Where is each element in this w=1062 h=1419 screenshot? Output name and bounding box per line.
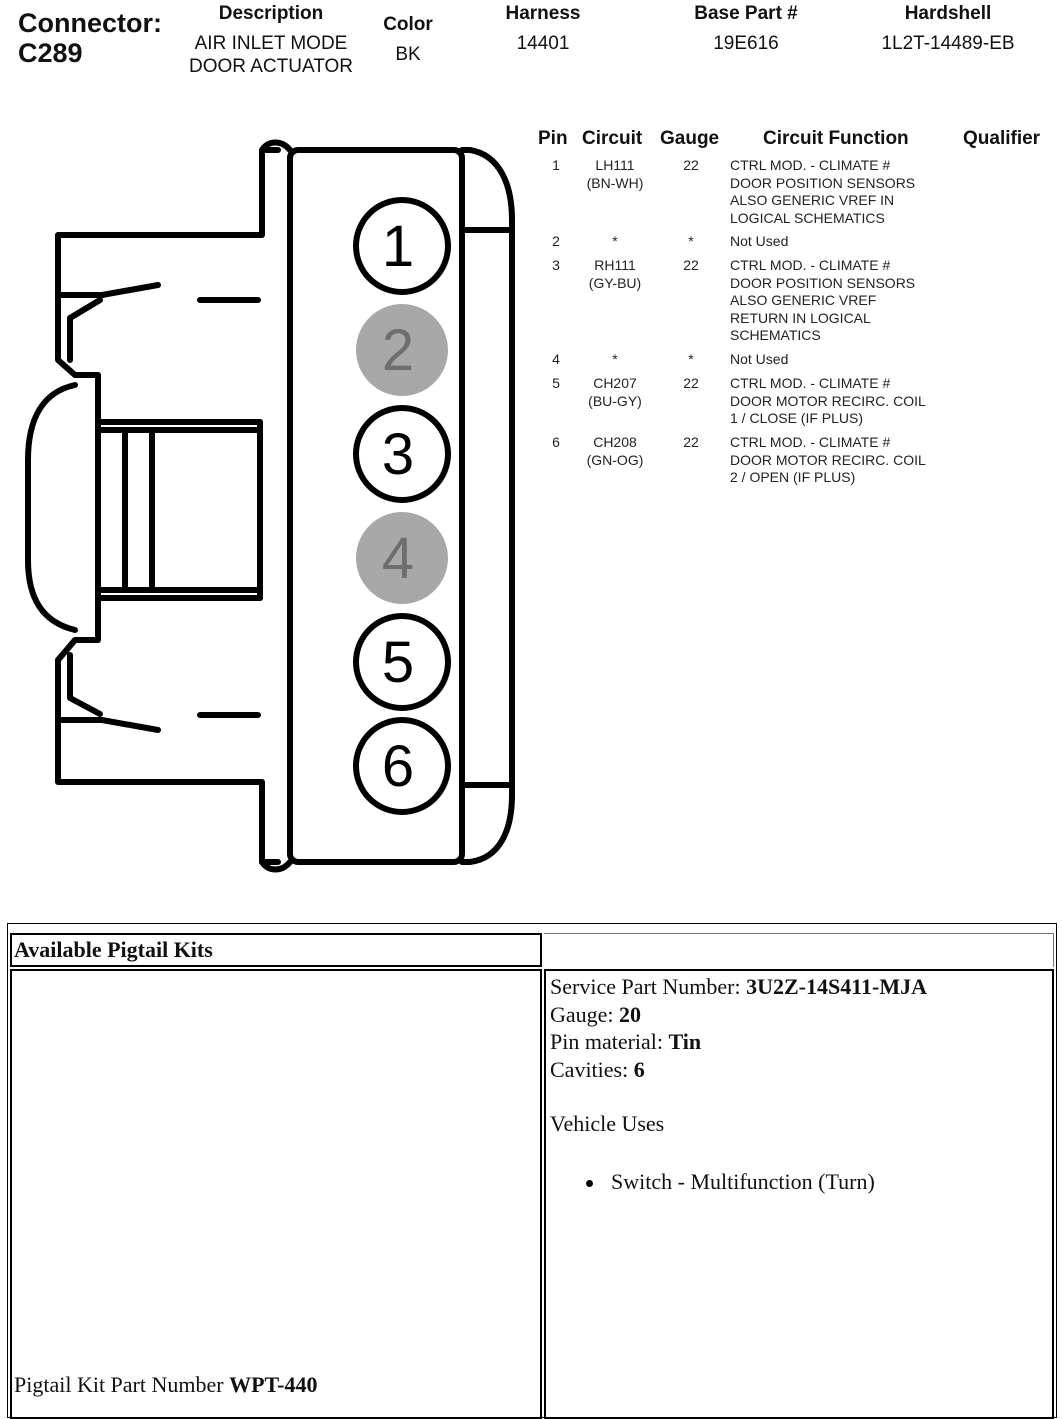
cavities-line: Cavities: 6	[550, 1056, 927, 1084]
service-part-label: Service Part Number:	[550, 974, 747, 999]
function-line: DOOR POSITION SENSORS	[730, 274, 916, 291]
circuit-color: (BU-GY)	[588, 392, 642, 409]
function-line: SCHEMATICS	[730, 327, 821, 343]
circuit-code: *	[612, 351, 618, 367]
pigtail-kit-value: WPT-440	[229, 1372, 318, 1397]
circuit-code: CH207	[593, 375, 637, 391]
base-part-label: Base Part #	[694, 3, 798, 24]
pin-cavity-label: 2	[382, 318, 414, 383]
base-part-value: 19E616	[713, 33, 779, 54]
circuit-color: (BN-WH)	[586, 174, 644, 191]
pigtail-title-cell	[10, 933, 542, 967]
pin-cavity-label: 5	[382, 630, 414, 695]
gauge-line: Gauge: 20	[550, 1001, 927, 1029]
pigtail-kit-label: Pigtail Kit Part Number	[14, 1372, 230, 1397]
function-line: 1 / CLOSE (IF PLUS)	[730, 410, 864, 426]
pin-cavity-label: 3	[382, 422, 414, 487]
pigtail-title: Available Pigtail Kits	[14, 937, 213, 962]
pin-number: 2	[552, 233, 560, 249]
pin-material-line: Pin material: Tin	[550, 1028, 927, 1056]
service-part-line: Service Part Number: 3U2Z-14S411-MJA	[550, 973, 927, 1001]
function-line: CTRL MOD. - CLIMATE #	[730, 434, 891, 450]
function-line: Not Used	[730, 233, 789, 249]
gauge-value: 22	[683, 375, 699, 391]
circuit-code: *	[612, 233, 618, 249]
pin-number: 5	[552, 375, 560, 391]
description-line2: DOOR ACTUATOR	[189, 56, 353, 77]
bullet-icon	[586, 1179, 593, 1187]
function-line: CTRL MOD. - CLIMATE #	[730, 157, 891, 173]
gauge-value: *	[688, 233, 694, 249]
gauge-label: Gauge:	[550, 1001, 620, 1027]
function-line: RETURN IN LOGICAL	[730, 309, 871, 326]
description-label: Description	[218, 3, 324, 24]
function-line: ALSO GENERIC VREF	[730, 292, 877, 308]
pin-material-value: Tin	[668, 1029, 702, 1054]
harness-value: 14401	[516, 33, 570, 54]
pin-number: 4	[552, 351, 560, 367]
vehicle-use-item: Switch - Multifunction (Turn)	[550, 1168, 927, 1196]
function-line: CTRL MOD. - CLIMATE #	[730, 257, 891, 273]
pin-cavity-6	[353, 717, 451, 815]
pigtail-empty-header-cell	[544, 933, 1054, 967]
gauge-value: 22	[683, 157, 699, 173]
hardshell-value: 1L2T-14489-EB	[881, 33, 1015, 54]
color-value: BK	[395, 44, 421, 65]
connector-id: C289	[18, 38, 83, 68]
gauge-value: 22	[683, 257, 699, 273]
pin-cavity-label: 6	[382, 734, 414, 799]
pigtail-image-cell	[10, 969, 542, 1419]
cavities-label: Cavities:	[550, 1056, 634, 1082]
circuit-color: (GY-BU)	[588, 274, 642, 291]
cavities-value: 6	[633, 1056, 645, 1082]
pigtail-kit-line: Pigtail Kit Part Number WPT-440	[14, 1372, 318, 1398]
pin-cavity-label: 1	[382, 214, 414, 279]
pin-cavity-3	[353, 405, 451, 503]
pin-cavity-5	[353, 613, 451, 711]
pin-cavity-label: 4	[382, 526, 414, 591]
gauge-header: Gauge	[660, 128, 720, 149]
pigtail-details: Service Part Number: 3U2Z-14S411-MJA Gau…	[550, 973, 927, 1195]
service-part-value: 3U2Z-14S411-MJA	[746, 974, 927, 999]
vehicle-use-text: Switch - Multifunction (Turn)	[611, 1168, 875, 1194]
description-line1: AIR INLET MODE	[194, 33, 348, 54]
pin-header: Pin	[538, 128, 568, 149]
circuit-code: RH111	[594, 257, 636, 273]
gauge-value: 22	[683, 434, 699, 450]
pin-cavity-4	[356, 512, 448, 604]
circuit-code: CH208	[593, 434, 637, 450]
circuit-color: (GN-OG)	[586, 451, 644, 468]
circuit-code: LH111	[595, 157, 635, 173]
pin-cavity-2	[356, 304, 448, 396]
function-line: DOOR MOTOR RECIRC. COIL	[730, 392, 926, 409]
function-line: CTRL MOD. - CLIMATE #	[730, 375, 891, 391]
function-line: DOOR POSITION SENSORS	[730, 174, 916, 191]
connector-diagram: 1 2 3 4 5 6	[25, 139, 515, 873]
function-line: ALSO GENERIC VREF IN	[730, 192, 895, 208]
circuit-function-header: Circuit Function	[763, 128, 909, 149]
pin-number: 3	[552, 257, 560, 273]
function-line: 2 / OPEN (IF PLUS)	[730, 469, 856, 485]
pin-material-label: Pin material:	[550, 1029, 669, 1054]
function-line: Not Used	[730, 351, 789, 367]
pin-number: 1	[552, 157, 560, 173]
circuit-header: Circuit	[582, 128, 643, 149]
function-line: DOOR MOTOR RECIRC. COIL	[730, 451, 926, 468]
pin-number: 6	[552, 434, 560, 450]
qualifier-header: Qualifier	[963, 128, 1041, 149]
color-label: Color	[383, 14, 433, 35]
hardshell-label: Hardshell	[904, 3, 992, 24]
function-line: LOGICAL SCHEMATICS	[730, 209, 885, 226]
pin-cavity-1	[353, 197, 451, 295]
harness-label: Harness	[505, 3, 581, 24]
gauge-value: *	[688, 351, 694, 367]
gauge-value: 20	[619, 1001, 642, 1027]
vehicle-uses-label: Vehicle Uses	[550, 1111, 665, 1136]
connector-label: Connector:	[18, 8, 162, 38]
